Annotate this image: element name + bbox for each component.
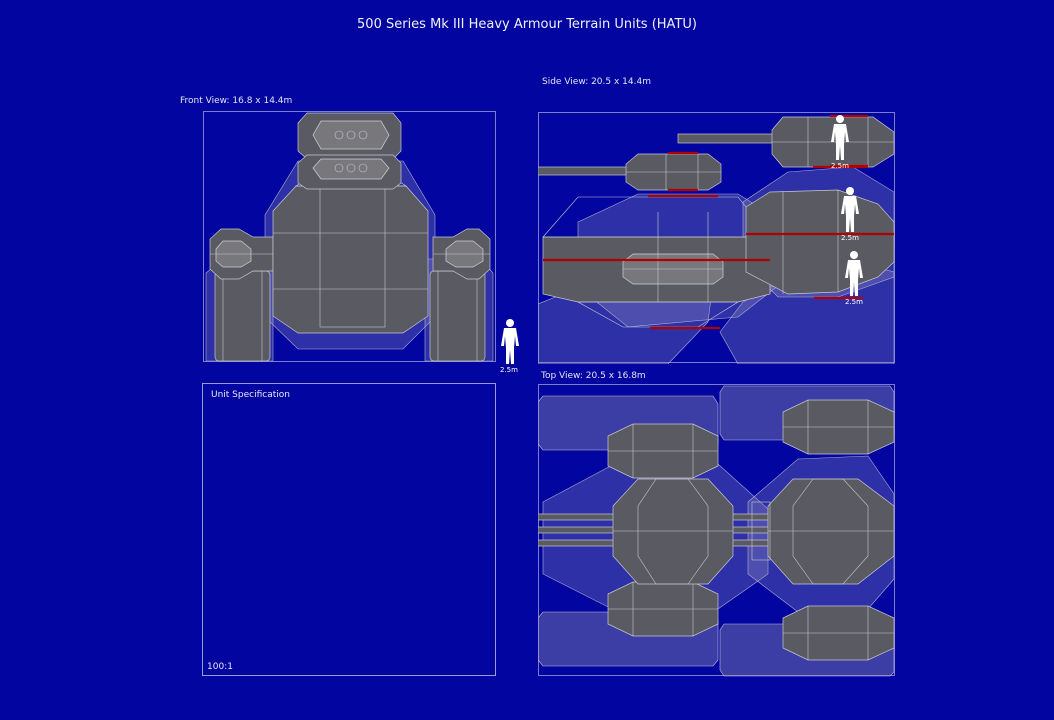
top-view-drawing	[538, 384, 895, 677]
human-figure-1: 2.5m	[831, 115, 849, 170]
human-scale-label: 2.5m	[500, 366, 518, 374]
front-view-drawing	[203, 111, 496, 362]
side-view-label: Side View: 20.5 x 14.4m	[542, 77, 651, 87]
human-figure-2-label: 2.5m	[841, 234, 859, 242]
top-view-label: Top View: 20.5 x 16.8m	[541, 371, 646, 381]
human-figure-2: 2.5m	[841, 187, 859, 242]
human-figure-3: 2.5m	[845, 251, 863, 306]
unit-specification-title: Unit Specification	[211, 390, 290, 400]
unit-specification-panel: Unit Specification 100:1	[202, 383, 496, 676]
page-title: 500 Series Mk III Heavy Armour Terrain U…	[357, 17, 697, 32]
side-view-drawing: 2.5m 2.5m 2.5m	[538, 112, 895, 364]
human-figure-1-label: 2.5m	[831, 162, 849, 170]
scale-label: 100:1	[207, 662, 233, 672]
human-scale-figure: 2.5m	[500, 319, 519, 374]
front-view-label: Front View: 16.8 x 14.4m	[180, 96, 293, 106]
human-figure-3-label: 2.5m	[845, 298, 863, 306]
